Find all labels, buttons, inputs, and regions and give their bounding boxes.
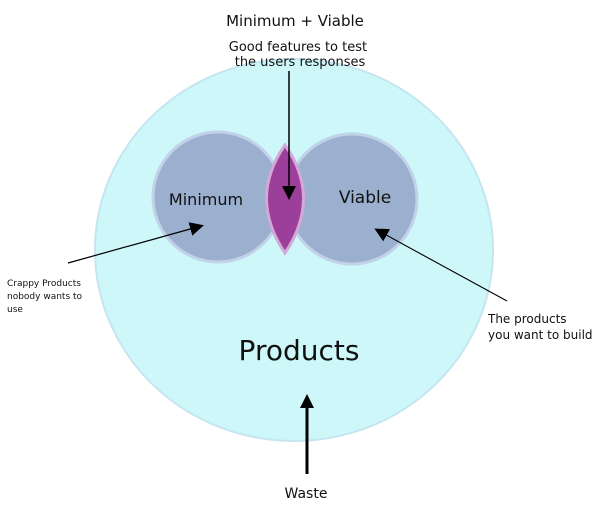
minimum-arrow	[67, 222, 204, 264]
intersection-note: Good features to test the users response…	[229, 40, 372, 70]
crappy-products-note-line-3: use	[7, 305, 23, 315]
products-circle	[94, 58, 494, 442]
crappy-products-note: Crappy Products nobody wants to use	[7, 279, 85, 315]
products-to-build-note-line-1: The products	[487, 312, 567, 326]
products-to-build-note: The products you want to build	[487, 312, 593, 342]
crappy-products-note-line-2: nobody wants to	[7, 292, 83, 302]
waste-label: Waste	[285, 486, 328, 502]
intersection-note-line-2: the users responses	[235, 55, 366, 70]
viable-label: Viable	[339, 188, 391, 208]
minimum-label: Minimum	[169, 190, 243, 209]
products-label: Products	[239, 334, 360, 367]
viable-arrow	[374, 228, 508, 302]
crappy-products-note-line-1: Crappy Products	[7, 279, 81, 289]
products-to-build-note-line-2: you want to build	[488, 328, 593, 342]
intersection-note-line-1: Good features to test	[229, 40, 367, 55]
diagram-title: Minimum + Viable	[226, 12, 364, 30]
